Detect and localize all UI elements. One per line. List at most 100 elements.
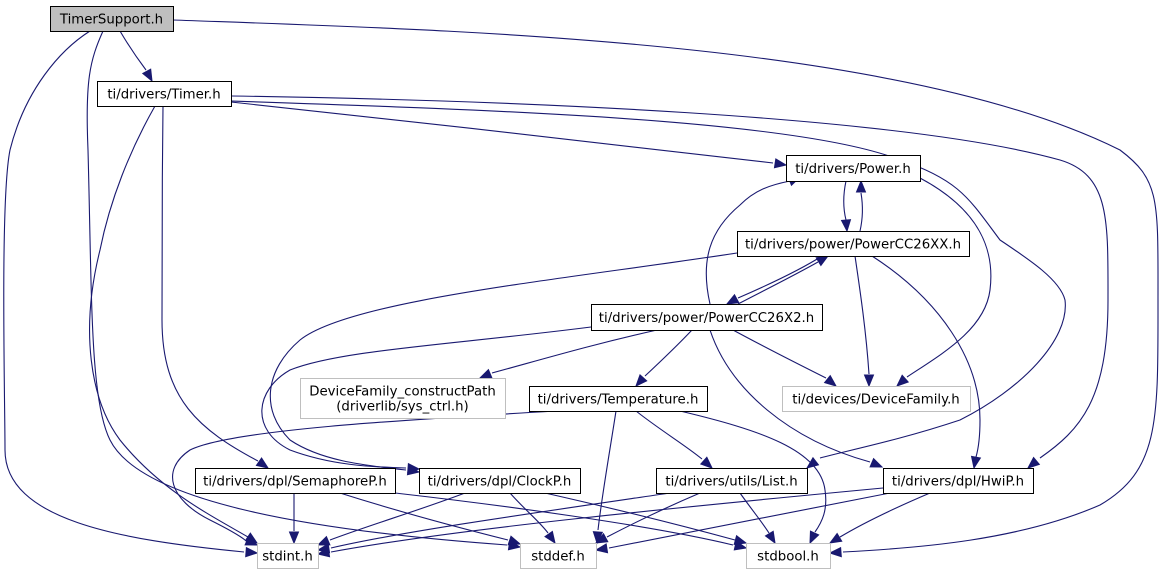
edge-line bbox=[839, 492, 931, 538]
node-label: ti/drivers/Timer.h bbox=[107, 88, 220, 103]
node-box bbox=[529, 386, 708, 412]
node-box bbox=[520, 543, 597, 569]
node-box bbox=[737, 231, 970, 257]
node-box bbox=[97, 81, 232, 107]
arrowhead-icon bbox=[594, 532, 609, 544]
arrowhead-icon bbox=[840, 219, 852, 233]
edge-powercc26x2-to-temperature bbox=[635, 329, 693, 387]
edge-line bbox=[394, 492, 734, 546]
arrowhead-icon bbox=[869, 457, 884, 468]
edge-line bbox=[854, 255, 870, 375]
edge-line bbox=[608, 492, 891, 549]
node-semaphorep[interactable]: ti/drivers/dpl/SemaphoreP.h bbox=[195, 468, 396, 494]
node-constructpath: DeviceFamily_constructPath(driverlib/sys… bbox=[300, 378, 506, 419]
edge-temperature-to-stddef bbox=[592, 410, 617, 545]
edge-power-to-powercc26xx bbox=[840, 180, 852, 233]
edge-powercc26x2-to-constructpath bbox=[478, 329, 658, 379]
arrowhead-icon bbox=[316, 535, 331, 546]
node-label: ti/devices/DeviceFamily.h bbox=[792, 393, 960, 408]
arrowhead-icon bbox=[815, 255, 830, 267]
edge-line bbox=[261, 326, 592, 469]
edge-line bbox=[86, 30, 508, 546]
arrowhead-icon bbox=[141, 68, 153, 83]
arrowhead-icon bbox=[855, 179, 867, 193]
edge-line bbox=[339, 492, 509, 541]
edge-powercc26x2-to-clockp bbox=[261, 326, 592, 474]
node-powercc26xx[interactable]: ti/drivers/power/PowerCC26XX.h bbox=[737, 231, 970, 257]
edge-line bbox=[737, 261, 819, 305]
edge-line bbox=[230, 95, 1109, 459]
edge-timer-to-hwip bbox=[230, 95, 1109, 469]
edge-line bbox=[709, 329, 871, 463]
node-label: stdbool.h bbox=[757, 550, 819, 565]
edge-line bbox=[161, 105, 259, 462]
node-label: stddef.h bbox=[531, 550, 585, 565]
arrowhead-icon bbox=[764, 530, 776, 545]
node-devicefamily: ti/devices/DeviceFamily.h bbox=[782, 386, 971, 412]
arrowhead-icon bbox=[823, 374, 838, 387]
edge-line bbox=[172, 410, 557, 541]
edge-line bbox=[597, 410, 617, 531]
edge-line bbox=[330, 487, 884, 553]
node-temperature[interactable]: ti/drivers/Temperature.h bbox=[529, 386, 708, 412]
edge-powercc26xx-to-hwip bbox=[871, 255, 982, 470]
node-list[interactable]: ti/drivers/utils/List.h bbox=[656, 468, 808, 494]
node-label: (driverlib/sys_ctrl.h) bbox=[336, 400, 469, 415]
arrowhead-icon bbox=[970, 455, 982, 470]
edge-line bbox=[871, 255, 981, 458]
arrowhead-icon bbox=[594, 543, 609, 554]
node-label: ti/drivers/utils/List.h bbox=[665, 475, 797, 490]
arrowhead-icon bbox=[255, 457, 270, 469]
node-power[interactable]: ti/drivers/Power.h bbox=[786, 155, 921, 182]
edge-line bbox=[737, 255, 823, 299]
edge-clockp-to-stdint bbox=[316, 492, 466, 546]
arrowhead-icon bbox=[699, 456, 713, 469]
arrowhead-icon bbox=[544, 530, 556, 545]
node-box bbox=[883, 468, 1034, 494]
edge-hwip-to-stdbool bbox=[828, 492, 931, 544]
edge-line bbox=[230, 101, 774, 164]
node-label: ti/drivers/dpl/ClockP.h bbox=[428, 475, 572, 490]
arrowhead-icon bbox=[828, 546, 842, 558]
edge-hwip-to-stddef bbox=[594, 492, 891, 554]
edge-line bbox=[509, 492, 549, 534]
node-box bbox=[50, 6, 174, 32]
arrowhead-icon bbox=[809, 530, 820, 545]
edge-list-to-stdbool bbox=[739, 492, 776, 545]
node-label: ti/drivers/power/PowerCC26XX.h bbox=[745, 238, 961, 253]
nodes-layer: TimerSupport.h ti/drivers/Timer.h ti/drive… bbox=[50, 6, 1034, 569]
edge-line bbox=[635, 410, 703, 460]
node-box bbox=[195, 468, 396, 494]
node-powercc26x2[interactable]: ti/drivers/power/PowerCC26X2.h bbox=[591, 304, 823, 331]
node-box bbox=[419, 468, 581, 494]
node-timer[interactable]: ti/drivers/Timer.h bbox=[97, 81, 232, 107]
node-label: TimerSupport.h bbox=[59, 13, 163, 28]
edge-line bbox=[491, 329, 658, 374]
node-box bbox=[257, 543, 319, 569]
arrowhead-icon bbox=[635, 373, 648, 387]
edge-timersupport-to-stdbool bbox=[172, 19, 1159, 558]
node-clockp[interactable]: ti/drivers/dpl/ClockP.h bbox=[419, 468, 581, 494]
edge-semaphorep-to-stddef bbox=[339, 492, 522, 546]
edge-timersupport-to-stdint bbox=[3, 30, 259, 558]
edge-line bbox=[330, 492, 671, 549]
node-label: ti/drivers/dpl/HwiP.h bbox=[892, 475, 1024, 490]
edge-temperature-to-stdint bbox=[172, 410, 557, 546]
edge-line bbox=[172, 19, 1159, 553]
node-label: ti/drivers/dpl/SemaphoreP.h bbox=[203, 475, 387, 490]
edges-layer bbox=[3, 19, 1159, 558]
node-box bbox=[591, 304, 823, 331]
node-box bbox=[300, 378, 506, 419]
arrowhead-icon bbox=[478, 368, 493, 379]
node-timersupport: TimerSupport.h bbox=[50, 6, 174, 32]
arrowhead-icon bbox=[863, 374, 875, 388]
edge-hwip-to-stdint bbox=[316, 487, 884, 558]
node-box bbox=[746, 543, 831, 569]
edge-powercc26x2-to-devicefamily bbox=[732, 329, 838, 387]
node-hwip[interactable]: ti/drivers/dpl/HwiP.h bbox=[883, 468, 1034, 494]
arrowhead-icon bbox=[828, 532, 843, 544]
edge-timer-to-power bbox=[230, 101, 788, 169]
node-stdint: stdint.h bbox=[257, 543, 319, 569]
node-box bbox=[782, 386, 971, 412]
